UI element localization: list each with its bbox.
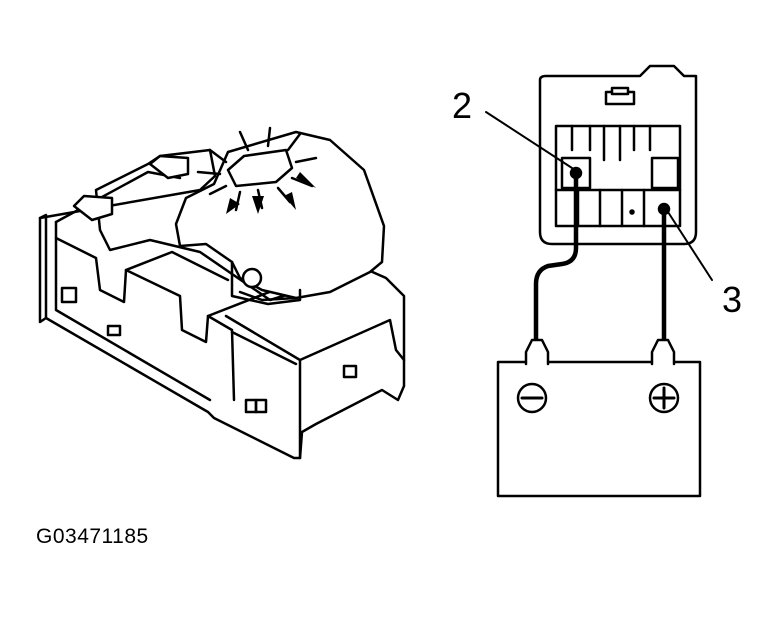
cell-dot	[629, 209, 635, 215]
housing-left-face	[38, 216, 48, 324]
slot	[342, 364, 358, 379]
housing-front-edge	[54, 220, 212, 402]
leader-line-3	[667, 211, 713, 281]
housing-inner-line	[124, 250, 230, 282]
positive-post	[650, 338, 676, 366]
connector-latch-top	[610, 86, 630, 96]
knob-pivot	[241, 267, 263, 289]
wire-negative	[533, 175, 579, 347]
connector-top-slots	[570, 124, 652, 162]
knob-underside	[238, 290, 298, 302]
housing-right-step	[298, 318, 406, 460]
housing-tab-2	[148, 154, 190, 180]
slot	[60, 286, 78, 304]
light-ray-arrowheads	[226, 172, 316, 214]
light-rays	[196, 126, 318, 212]
jumper-wires	[533, 175, 667, 347]
callout-label-3: 3	[722, 279, 743, 320]
housing-step-1	[54, 236, 236, 402]
indicator-window	[226, 148, 294, 188]
rocker-knob-side	[230, 260, 302, 306]
connector-face	[554, 124, 682, 228]
negative-post	[524, 338, 550, 366]
minus-icon	[516, 382, 548, 414]
plus-icon	[648, 382, 680, 414]
housing-right-face	[230, 330, 298, 366]
battery	[496, 338, 702, 498]
slot	[106, 324, 122, 337]
callout-label-2: 2	[452, 85, 473, 126]
figure-code: G03471185	[36, 525, 149, 548]
window-switch-illustration	[38, 126, 406, 460]
housing-back-line	[224, 314, 302, 362]
leader-line-2	[485, 111, 573, 169]
slot	[254, 398, 268, 414]
battery-case	[496, 360, 702, 498]
terminal-3-cavity	[650, 156, 680, 190]
housing-tab	[72, 194, 114, 222]
rocker-knob	[174, 130, 386, 300]
